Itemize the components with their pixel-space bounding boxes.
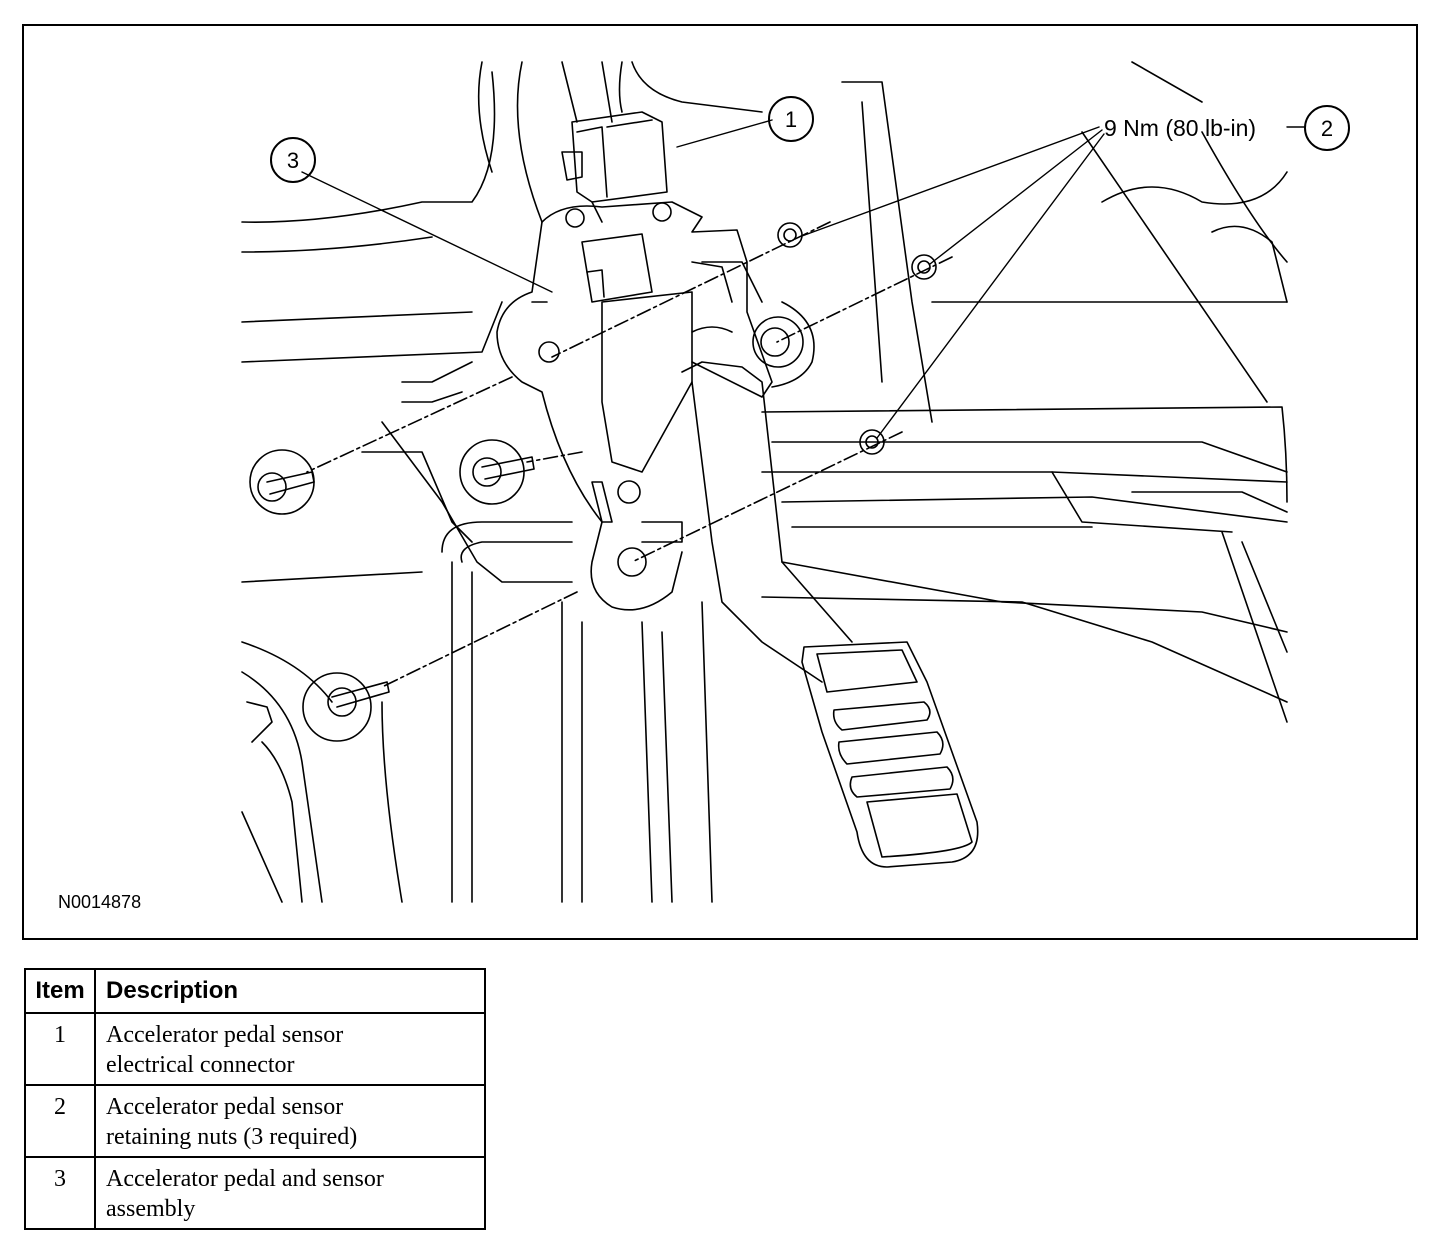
- retaining-nuts: [777, 222, 937, 455]
- pedal-bracket: [496, 201, 815, 611]
- callout-1-label: 1: [785, 107, 797, 132]
- header-item: Item: [24, 968, 96, 1014]
- callout-1: 1: [768, 96, 814, 142]
- item-description: Accelerator pedal and sensor assembly: [94, 1156, 486, 1230]
- description-line: electrical connector: [106, 1052, 295, 1078]
- mounting-studs: [246, 439, 535, 743]
- callout-3-label: 3: [287, 148, 299, 173]
- background-panels: [241, 61, 1288, 903]
- item-number: 2: [24, 1084, 96, 1158]
- figure-id: N0014878: [58, 892, 142, 912]
- leader-lines: [301, 119, 1305, 439]
- electrical-connector: [561, 61, 668, 223]
- table-row: 2 Accelerator pedal sensor retaining nuts…: [24, 1084, 486, 1158]
- table-row: 3 Accelerator pedal and sensor assembly: [24, 1156, 486, 1230]
- legend-header-row: Item Description: [24, 968, 486, 1014]
- figure-frame: 1 3 2 9 Nm (80 lb-in) N0014878: [22, 24, 1418, 940]
- pedal-pad: [801, 641, 979, 868]
- callout-2: 2 9 Nm (80 lb-in): [1104, 105, 1350, 151]
- item-number: 1: [24, 1012, 96, 1086]
- description-line: Accelerator pedal sensor: [106, 1022, 344, 1048]
- item-description: Accelerator pedal sensor retaining nuts (…: [94, 1084, 486, 1158]
- callout-2-label: 2: [1321, 116, 1333, 141]
- pedal-arm: [681, 261, 853, 683]
- item-number: 3: [24, 1156, 96, 1230]
- description-line: Accelerator pedal and sensor: [106, 1166, 384, 1192]
- callout-3: 3: [270, 137, 316, 183]
- item-description: Accelerator pedal sensor electrical conne…: [94, 1012, 486, 1086]
- description-line: retaining nuts (3 required): [106, 1124, 358, 1150]
- alignment-lines: [306, 221, 953, 688]
- torque-spec: 9 Nm (80 lb-in): [1104, 115, 1256, 141]
- description-line: assembly: [106, 1196, 196, 1222]
- pedal-diagram: 1 3 2 9 Nm (80 lb-in): [241, 61, 1350, 903]
- legend-table: Item Description 1 Accelerator pedal sen…: [24, 968, 486, 1230]
- table-row: 1 Accelerator pedal sensor electrical con…: [24, 1012, 486, 1086]
- description-line: Accelerator pedal sensor: [106, 1094, 344, 1120]
- header-description: Description: [94, 968, 486, 1014]
